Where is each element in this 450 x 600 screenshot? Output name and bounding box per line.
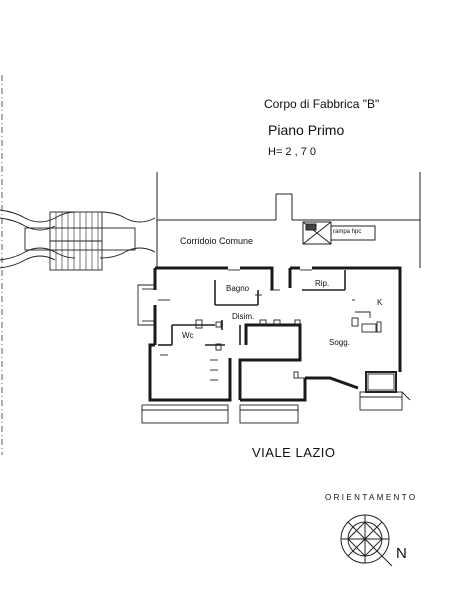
interior-walls <box>158 270 346 346</box>
label-corridor: Corridoio Comune <box>180 236 254 246</box>
label-living: Sogg. <box>329 338 350 347</box>
label-storage: Rip. <box>315 279 330 288</box>
ceiling-height: H= 2 , 7 0 <box>268 146 317 158</box>
orientation-title: ORIENTAMENTO <box>325 493 418 502</box>
corridor-walls <box>156 172 421 268</box>
label-bathroom: Bagno <box>226 284 250 293</box>
label-kitchen: K <box>377 298 383 307</box>
label-hall: Disim. <box>232 312 255 321</box>
balconies <box>137 284 411 424</box>
label-ramp: rampa hpc <box>333 229 362 235</box>
stair-block <box>0 209 156 271</box>
label-wc: Wc <box>182 331 194 340</box>
building-title: Corpo di Fabbrica "B" <box>264 97 380 111</box>
compass-symbol <box>340 514 393 567</box>
fixtures <box>158 266 382 381</box>
street-name: VIALE LAZIO <box>252 445 336 460</box>
floor-title: Piano Primo <box>268 122 345 138</box>
north-label: N <box>396 545 407 562</box>
